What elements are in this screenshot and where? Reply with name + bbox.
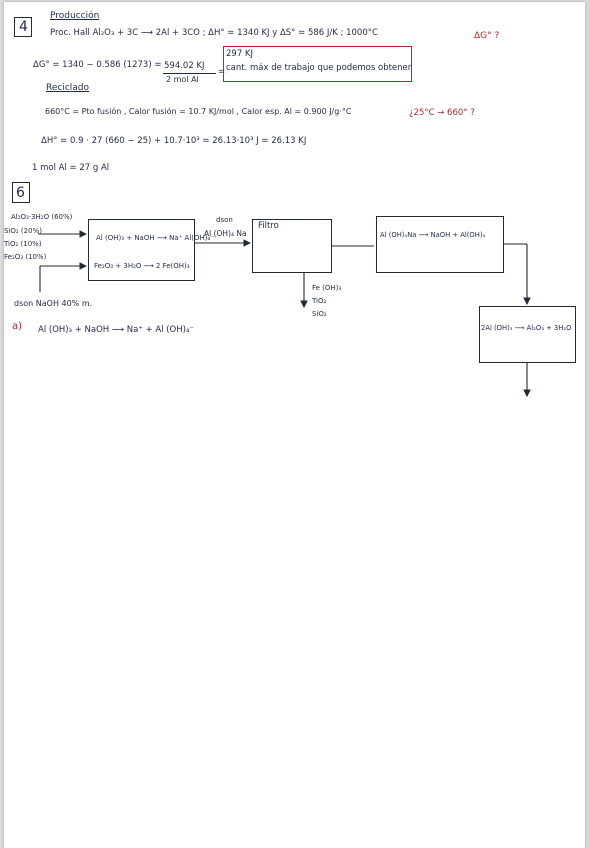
calcination-reaction: 2Al (OH)₃ ⟶ Al₂O₃ + 3H₂O [481,324,572,332]
fraction-denominator: 2 mol Al [166,75,199,84]
filter-label: Filtro [258,221,279,231]
precipitation-reaction: Al (OH)₄Na ⟶ NaOH + Al(OH)₃ [380,231,486,239]
dson-label: dson [216,216,233,224]
max-work-value: 297 KJ [226,49,254,59]
section-4-number: 4 [19,19,28,35]
dg-calculation: ΔG° = 1340 − 0.586 (1273) = [33,60,162,70]
reactor-reaction-1: Al (OH)₃ + NaOH ⟶ Na⁺ Al(OH)₄⁻ [96,234,215,242]
waste-item: SiO₂ [312,310,327,318]
part-a-equation: Al (OH)₃ + NaOH ⟶ Na⁺ + Al (OH)₄⁻ [38,325,194,335]
temperature-question: ¿25°C → 660° ? [409,108,475,118]
fusion-data: 660°C = Pto fusión , Calor fusión = 10.7… [45,107,352,116]
filter-box [252,219,332,273]
digestion-reactor-box [88,219,195,281]
max-work-text: cant. máx de trabajo que podemos obtener [226,63,412,73]
notebook-page [4,2,585,848]
fraction-numerator: 594.02 KJ [164,61,205,71]
reciclado-heading: Reciclado [46,83,90,93]
section-4-heading: Producción [50,11,100,21]
fraction-bar [163,73,216,74]
hall-process-reaction: Proc. Hall Al₂O₃ + 3C ⟶ 2Al + 3CO ; ΔH° … [50,28,378,38]
precipitation-box [376,216,504,273]
feed-item: Fe₂O₃ (10%) [4,253,47,261]
feed-item: SiO₂ (20%) [4,227,42,235]
section-6-number-box [12,182,30,203]
section-4-number-box [14,17,32,37]
section-6-number: 6 [16,185,25,201]
max-work-box [223,46,412,82]
dg-question: ΔG° ? [474,31,500,41]
waste-item: Fe (OH)₃ [312,284,342,292]
mol-conversion: 1 mol Al = 27 g Al [32,163,110,173]
part-a-label: a) [12,321,23,332]
waste-item: TiO₂ [312,297,327,305]
feed-item: TiO₂ (10%) [4,240,42,248]
calcination-box [479,306,576,363]
reactor-reaction-2: Fe₂O₃ + 3H₂O ⟶ 2 Fe(OH)₃ [94,262,190,270]
enthalpy-calculation: ΔH° = 0.9 · 27 (660 − 25) + 10.7·10³ = 2… [41,136,307,146]
feed-item: Al₂O₃·3H₂O (60%) [11,213,73,221]
naoh-solution-label: dson NaOH 40% m. [14,299,93,308]
aluminate-stream-label: Al (OH)₄ Na [204,229,247,238]
equals-sign: = [218,67,226,77]
